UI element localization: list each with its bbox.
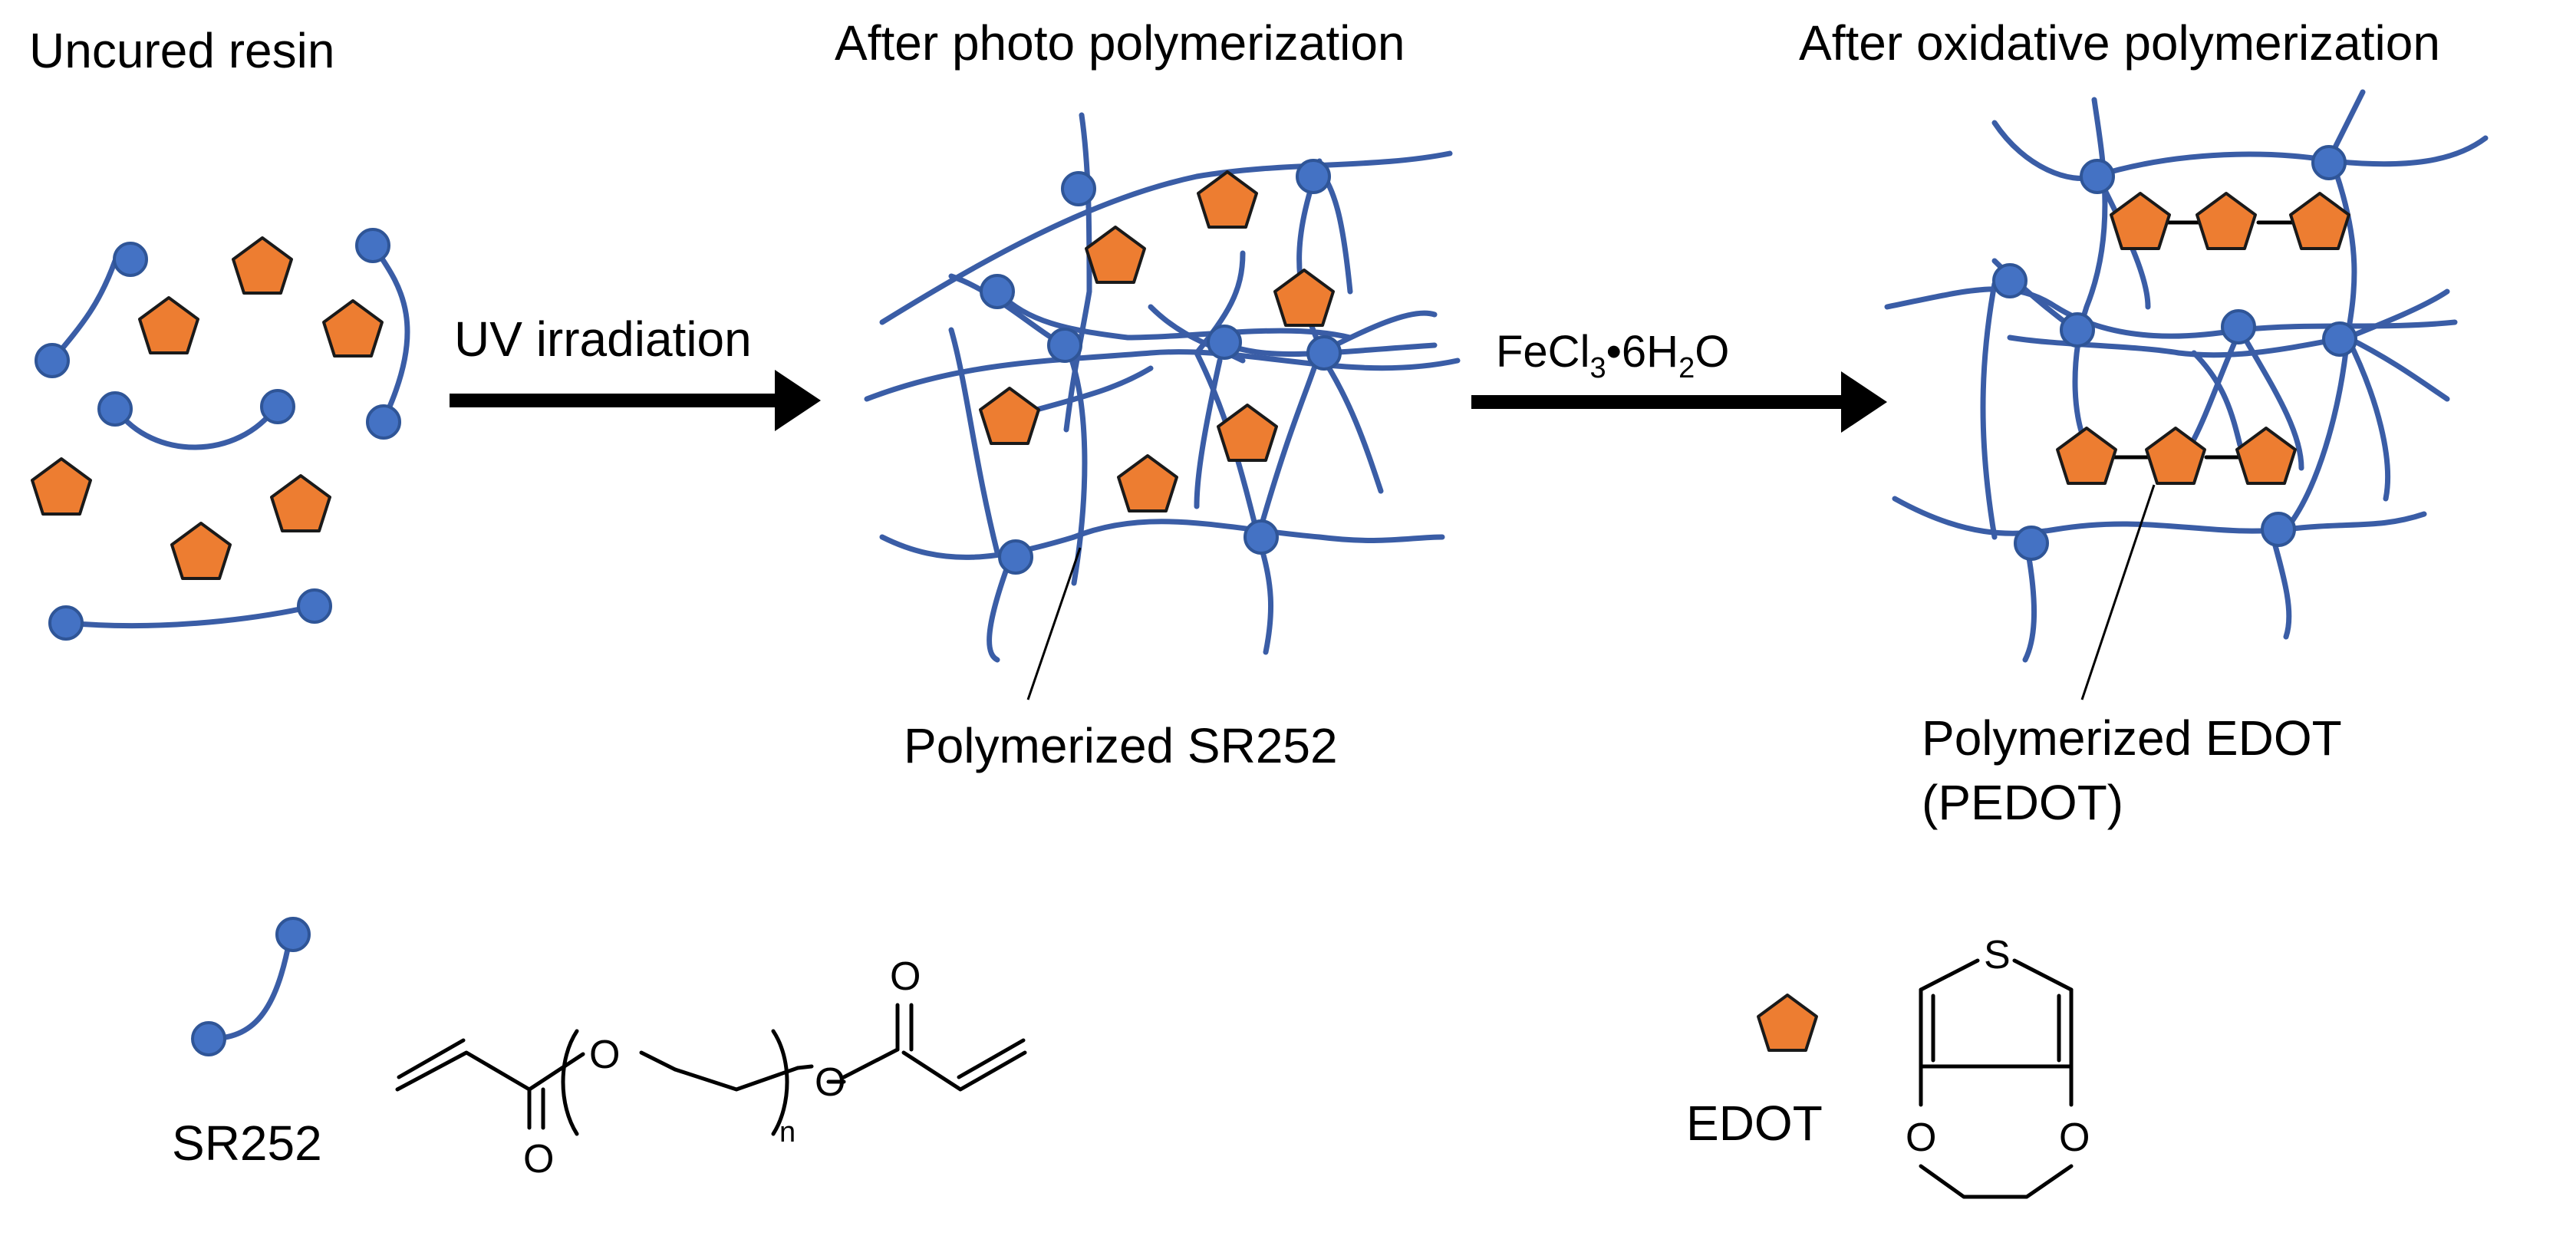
pedot-chain-upper — [2110, 192, 2350, 250]
sr252-structure: O O n O O — [395, 954, 1027, 1181]
polymer-network-fibers-2 — [1884, 89, 2489, 663]
crosslink-bead — [1306, 335, 1342, 371]
sr252-legend-bead — [191, 1021, 226, 1056]
pedot-leader-line — [2080, 484, 2156, 700]
sr252-monomers — [35, 228, 410, 641]
crosslink-beads-2 — [1992, 145, 2357, 561]
edot-oxygen-right: O — [2059, 1116, 2090, 1160]
sr252-legend-label: SR252 — [172, 1116, 322, 1171]
crosslink-bead — [2322, 321, 2357, 357]
edot-pentagon — [1217, 404, 1278, 462]
monomer-bead — [260, 389, 295, 424]
crosslink-bead — [2311, 145, 2347, 180]
sr252-legend: SR252 — [172, 917, 322, 1171]
edot-pentagon — [170, 522, 232, 580]
oxidant-arrow: FeCl3•6H2O — [1471, 327, 1887, 433]
edot-legend-label: EDOT — [1686, 1096, 1823, 1151]
sr252-repeat-n: n — [779, 1116, 796, 1148]
oxidant-label: FeCl3•6H2O — [1496, 327, 1729, 384]
edot-pentagon — [1117, 454, 1178, 512]
edot-oxygen-left: O — [1906, 1116, 1936, 1160]
title-uncured-resin: Uncured resin — [29, 23, 334, 78]
crosslink-beads — [980, 159, 1342, 575]
crosslink-bead — [1992, 263, 2028, 298]
monomer-bead — [35, 343, 70, 378]
edot-unit — [2235, 427, 2297, 485]
crosslink-bead — [2014, 526, 2049, 561]
monomer-bead — [297, 588, 332, 624]
crosslink-bead — [2221, 309, 2256, 344]
edot-monomers — [31, 236, 384, 580]
title-photo-polymerization: After photo polymerization — [835, 15, 1405, 71]
crosslink-bead — [1296, 159, 1331, 194]
monomer-bead — [355, 228, 390, 263]
sr252-carbonyl-oxygen-2: O — [890, 954, 921, 999]
pedot-label: (PEDOT) — [1922, 775, 2123, 830]
crosslink-bead — [2080, 159, 2115, 194]
edot-unit — [2056, 427, 2117, 485]
sr252-ether-oxygen: O — [589, 1033, 620, 1077]
crosslink-bead — [1207, 325, 1242, 360]
edot-unit — [2196, 192, 2257, 250]
pedot-chain-lower — [2056, 427, 2297, 485]
crosslink-bead — [1061, 171, 1096, 206]
uncured-resin-panel — [31, 228, 410, 641]
edot-legend-pentagon — [1757, 994, 1818, 1052]
crosslink-bead — [980, 274, 1015, 309]
monomer-bead — [366, 404, 401, 440]
uv-irradiation-label: UV irradiation — [454, 311, 752, 367]
edot-pentagon — [1273, 269, 1335, 327]
uv-arrow: UV irradiation — [450, 311, 821, 431]
crosslink-bead — [1047, 328, 1082, 363]
edot-pentagon — [31, 457, 92, 516]
crosslink-bead — [1244, 519, 1279, 555]
uv-arrow-head — [775, 370, 821, 431]
monomer-bead — [48, 605, 84, 641]
polymerized-edot-label: Polymerized EDOT — [1922, 710, 2342, 766]
crosslink-bead — [2261, 512, 2296, 547]
crosslink-bead — [998, 539, 1033, 575]
edot-pentagon — [270, 474, 331, 532]
crosslink-bead — [2060, 312, 2095, 348]
monomer-bead — [97, 391, 133, 427]
sr252-legend-bead — [275, 917, 311, 952]
title-oxidative-polymerization: After oxidative polymerization — [1799, 15, 2440, 71]
edot-pentagon — [138, 296, 199, 354]
edot-unit — [2110, 192, 2171, 250]
edot-pentagon — [322, 299, 384, 358]
edot-pentagon — [1197, 170, 1258, 229]
edot-structure: S O O — [1906, 933, 2090, 1199]
edot-legend: EDOT — [1686, 994, 1823, 1151]
sr252-leader-line — [1026, 547, 1082, 700]
sr252-carbonyl-oxygen-1: O — [523, 1137, 554, 1181]
oxidant-arrow-head — [1841, 371, 1887, 433]
monomer-bead — [113, 242, 148, 277]
polymerized-sr252-label: Polymerized SR252 — [904, 718, 1338, 773]
edot-pentagon — [1085, 226, 1146, 284]
polymer-network-fibers — [864, 112, 1461, 663]
photo-network-panel: Polymerized SR252 — [864, 112, 1461, 773]
edot-pentagon — [232, 236, 293, 295]
sr252-ester-oxygen: O — [815, 1060, 845, 1105]
edot-unit — [2289, 192, 2350, 250]
edot-pentagon — [979, 387, 1040, 445]
oxidative-network-panel: Polymerized EDOT (PEDOT) — [1884, 89, 2489, 830]
edot-sulfur: S — [1984, 933, 2011, 977]
